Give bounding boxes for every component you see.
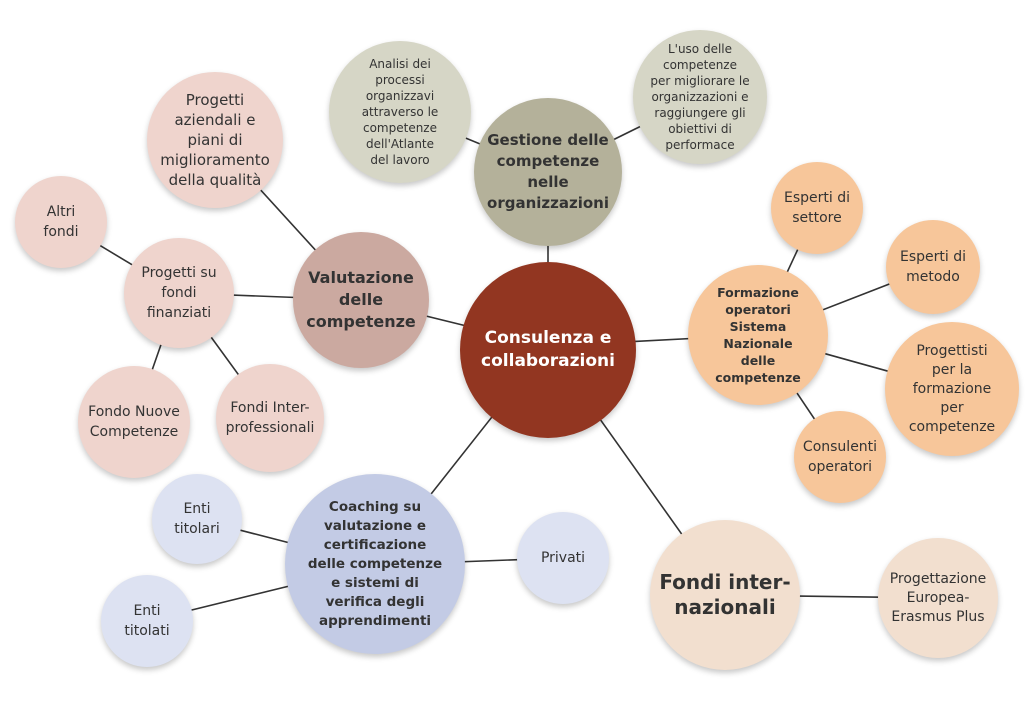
node-fondo-nuove-competenze: Fondo Nuove Competenze bbox=[78, 366, 190, 478]
node-center-hub: Consulenza e collaborazioni bbox=[460, 262, 636, 438]
node-esperti-metodo: Esperti di metodo bbox=[886, 220, 980, 314]
node-formazione-operatori: Formazione operatori Sistema Nazionale d… bbox=[688, 265, 828, 405]
node-enti-titolari: Enti titolari bbox=[152, 474, 242, 564]
node-erasmus: Progettazione Europea- Erasmus Plus bbox=[878, 538, 998, 658]
node-fondi-internazionali: Fondi inter- nazionali bbox=[650, 520, 800, 670]
node-fondi-interprofessionali: Fondi Inter- professionali bbox=[216, 364, 324, 472]
node-gestione-competenze: Gestione delle competenze nelle organizz… bbox=[474, 98, 622, 246]
node-uso-competenze: L'uso delle competenze per migliorare le… bbox=[633, 30, 767, 164]
node-progettisti: Progettisti per la formazione per compet… bbox=[885, 322, 1019, 456]
node-altri-fondi: Altri fondi bbox=[15, 176, 107, 268]
node-analisi-processi: Analisi dei processi organizzavi attrave… bbox=[329, 41, 471, 183]
node-progetti-aziendali: Progetti aziendali e piani di migliorame… bbox=[147, 72, 283, 208]
node-valutazione-competenze: Valutazione delle competenze bbox=[293, 232, 429, 368]
node-consulenti-operatori: Consulenti operatori bbox=[794, 411, 886, 503]
node-privati: Privati bbox=[517, 512, 609, 604]
node-progetti-fondi-finanziati: Progetti su fondi finanziati bbox=[124, 238, 234, 348]
node-enti-titolati: Enti titolati bbox=[101, 575, 193, 667]
node-esperti-settore: Esperti di settore bbox=[771, 162, 863, 254]
node-coaching: Coaching su valutazione e certificazione… bbox=[285, 474, 465, 654]
